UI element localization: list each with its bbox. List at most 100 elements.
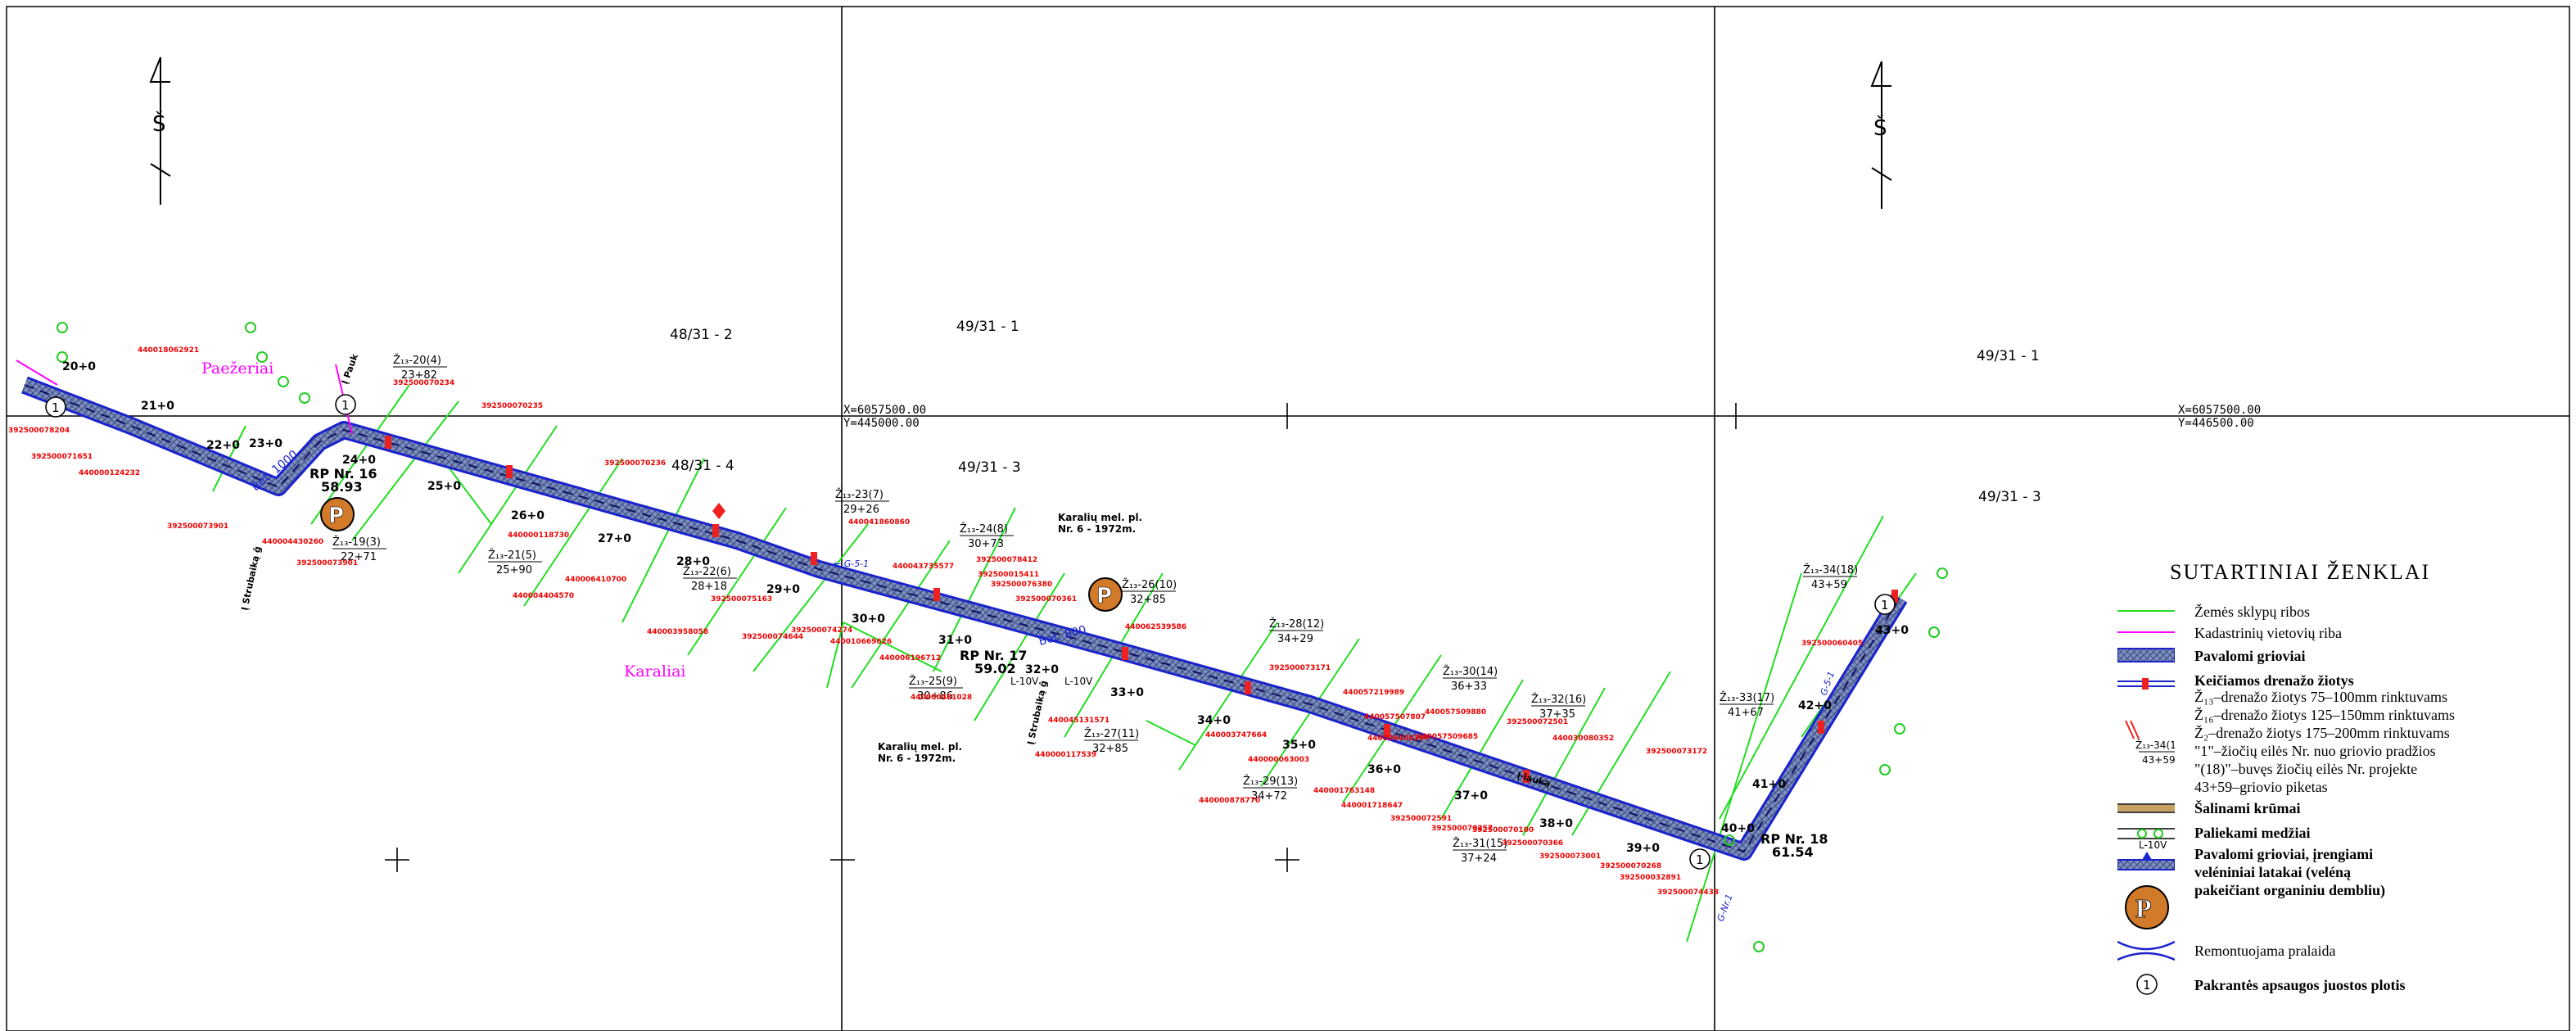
cadastral-id: 392500070235: [481, 402, 543, 410]
circle-number-icon: [45, 394, 1896, 870]
picket-label: 26+0: [511, 509, 545, 522]
picket-label: 20+0: [62, 360, 96, 373]
direction-note: Į Strubaiką ĝ: [1025, 680, 1049, 746]
tree-icon: [2117, 828, 2175, 839]
cadastral-id: 392500074433: [1657, 889, 1719, 897]
cadastral-id: 440000124232: [79, 469, 140, 477]
picket-label: 23+0: [249, 437, 282, 450]
picket-label: 34+0: [1197, 714, 1231, 727]
cadastral-id: 440057507807: [1364, 713, 1426, 721]
parcel-label: 49/31 - 3: [1978, 489, 2041, 505]
cadastral-id: 392500078412: [976, 556, 1037, 564]
picket-label: 36+0: [1367, 763, 1401, 776]
rp-elev: 59.02: [974, 661, 1016, 676]
legend-label: "(18)"–buvęs žiočių eilės Nr. projekte: [2194, 761, 2418, 777]
picket-label: 24+0: [342, 454, 376, 467]
direction-note: Į Pauk: [340, 352, 361, 386]
cadastral-id: 392500073171: [1269, 664, 1331, 672]
drain-picket: 41+67: [1728, 707, 1764, 719]
cadastral-id: 440000878770: [1199, 797, 1260, 805]
svg-text:P: P: [328, 504, 344, 528]
cadastral-ids: 3925000782043925000716514400001242323925…: [8, 346, 1863, 897]
circle-num-3: 1: [1696, 852, 1704, 867]
cadastral-id: 440018062921: [138, 346, 199, 355]
cadastral-id: 392500073901: [296, 559, 358, 568]
ditch-code: ← G-5-1: [834, 558, 869, 569]
legend-label: pakeičiant organiniu dembliu): [2194, 882, 2386, 898]
cadastral-id: 440057219989: [1343, 689, 1404, 697]
picket-label: 39+0: [1626, 842, 1660, 855]
culvert-icon: [2117, 940, 2175, 961]
cadastral-id: 392500070366: [1502, 839, 1563, 848]
cadastral-id: 392500070361: [1015, 595, 1077, 604]
drain-code: Ž₁₃-25(9): [909, 675, 957, 688]
drain-mouth-icon: [2117, 678, 2175, 690]
drain-picket: 37+24: [1461, 852, 1497, 865]
legend-label: Žemės sklypų ribos: [2194, 604, 2310, 620]
legend-label: 43+59–griovio piketas: [2194, 779, 2328, 795]
svg-text:P: P: [2135, 893, 2152, 923]
picket-label: 38+0: [1539, 817, 1573, 830]
cadastral-id: 440006410700: [565, 576, 626, 584]
cadastral-id: 440045131571: [1048, 717, 1109, 725]
rp-elev: 61.54: [1772, 844, 1814, 860]
north-label-2: Š: [1873, 115, 1887, 141]
svg-text:43+59: 43+59: [2142, 754, 2175, 766]
picket-label: 35+0: [1282, 739, 1316, 752]
drain-sample-icon: Ž₁₃-34(18) 43+59: [2125, 720, 2175, 766]
direction-note: Į Strubaiką ĝ: [239, 545, 263, 612]
drain-code: Ž₁₃-22(6): [683, 565, 731, 578]
legend-label: Ž₁₃–drenažo žiotys 75–100mm rinktuvams: [2194, 689, 2447, 705]
cadastral-id: 440057509880: [1425, 708, 1486, 717]
parcel-label: 49/31 - 3: [958, 459, 1021, 476]
picket-label: 37+0: [1454, 789, 1488, 803]
drain-code: Ž₁₃-27(11): [1084, 727, 1139, 740]
parking-p-icon: P: [320, 497, 355, 531]
cadastral-id: 440006196712: [879, 654, 941, 662]
north-arrow-icon: [1870, 61, 1892, 209]
cadastral-id: 392500070257: [1431, 825, 1493, 833]
drain-code: Ž₁₃-29(13): [1243, 775, 1298, 788]
drain-code: Ž₁₃-33(17): [1720, 691, 1774, 704]
cadastral-line-icon: [2117, 631, 2175, 633]
parking-p-icon: P: [1088, 577, 1123, 612]
ditch-code: G-Nr.1: [1715, 893, 1735, 923]
legend-label: Šalinami krūmai: [2194, 800, 2301, 816]
picket-label: 31+0: [938, 634, 972, 647]
coordinate-grid: [7, 7, 2569, 1031]
drain-picket: 43+59: [1811, 579, 1847, 591]
picket-label: 21+0: [141, 400, 174, 413]
drain-picket: 36+33: [1451, 681, 1487, 693]
cadastral-id: 440003958058: [647, 628, 708, 636]
parcel-label: 49/31 - 1: [1977, 348, 2040, 364]
grid-coord-y1: Y=445000.00: [843, 417, 920, 430]
legend-label: Keičiamos drenažo žiotys: [2194, 672, 2354, 689]
cadastral-id: 440004430260: [262, 538, 323, 546]
picket-label: 33+0: [1110, 686, 1144, 699]
cadastral-id: 392500073001: [1539, 852, 1601, 861]
svg-text:P: P: [1096, 584, 1112, 608]
cadastral-id: 392500076380: [991, 581, 1052, 589]
legend-label: Ž₁₆–drenažo žiotys 125–150mm rinktuvams: [2194, 707, 2455, 723]
drain-picket: 34+72: [1251, 790, 1287, 803]
grid-coord-x1: X=6057500.00: [843, 404, 926, 417]
cadastral-id: 440000117539: [1035, 751, 1096, 759]
rp-elev: 58.93: [321, 479, 363, 495]
culvert-label: L-10V: [1010, 676, 1039, 687]
cadastral-id: 392500070234: [393, 379, 454, 387]
circle-number-icon: 1: [2136, 974, 2158, 995]
cadastral-id: 392500071651: [31, 453, 93, 461]
cadastral-id: 392500072591: [1390, 815, 1452, 823]
svg-text:L-10V: L-10V: [2139, 839, 2167, 851]
drain-code: Ž₁₃-28(12): [1269, 617, 1324, 631]
drain-code: Ž₁₃-26(10): [1122, 578, 1177, 591]
culvert-label: L-10V: [1064, 676, 1093, 687]
cadastral-id: 440001763148: [1313, 787, 1375, 795]
drain-picket: 29+26: [843, 504, 879, 516]
drain-code: Ž₁₃-20(4): [393, 354, 441, 367]
picket-label: 29+0: [766, 583, 800, 596]
picket-label: 22+0: [206, 439, 240, 452]
